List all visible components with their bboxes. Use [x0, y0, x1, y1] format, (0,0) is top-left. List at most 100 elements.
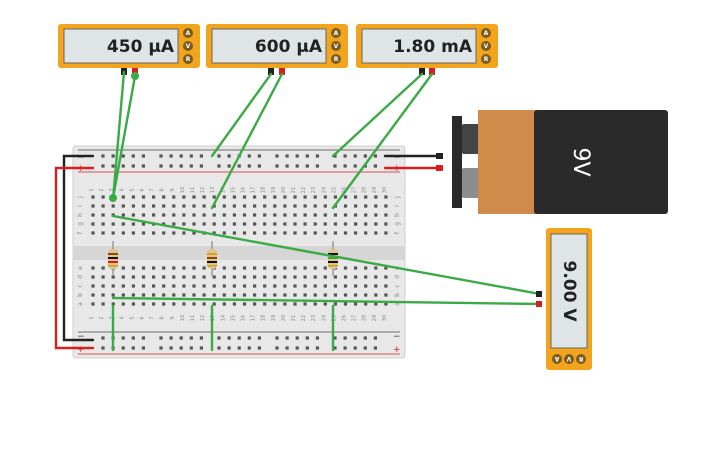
- breadboard-hole[interactable]: [253, 302, 257, 306]
- breadboard-hole[interactable]: [333, 195, 337, 199]
- rail-hole[interactable]: [285, 346, 289, 350]
- breadboard-hole[interactable]: [343, 213, 348, 217]
- breadboard-hole[interactable]: [364, 266, 368, 270]
- breadboard-hole[interactable]: [384, 213, 388, 217]
- breadboard-hole[interactable]: [323, 293, 327, 297]
- breadboard-hole[interactable]: [121, 231, 125, 235]
- breadboard-hole[interactable]: [333, 293, 337, 297]
- rail-hole[interactable]: [247, 336, 251, 340]
- breadboard-hole[interactable]: [313, 195, 317, 199]
- mode-knob[interactable]: [331, 28, 341, 38]
- rail-hole[interactable]: [237, 164, 241, 168]
- rail-hole[interactable]: [363, 346, 367, 350]
- breadboard-hole[interactable]: [152, 293, 156, 297]
- breadboard-hole[interactable]: [313, 266, 317, 270]
- breadboard-hole[interactable]: [253, 204, 257, 208]
- breadboard-hole[interactable]: [91, 195, 95, 199]
- breadboard-hole[interactable]: [242, 275, 247, 279]
- breadboard-hole[interactable]: [303, 293, 307, 297]
- rail-hole[interactable]: [179, 346, 183, 350]
- rail-hole[interactable]: [343, 346, 347, 350]
- breadboard-hole[interactable]: [121, 284, 125, 288]
- breadboard-hole[interactable]: [293, 275, 297, 279]
- breadboard-hole[interactable]: [212, 275, 216, 279]
- breadboard-hole[interactable]: [273, 231, 277, 235]
- breadboard-hole[interactable]: [192, 293, 196, 297]
- rail-hole[interactable]: [373, 154, 377, 158]
- breadboard-hole[interactable]: [172, 231, 176, 235]
- breadboard-hole[interactable]: [283, 195, 287, 199]
- breadboard-hole[interactable]: [273, 266, 277, 270]
- breadboard-hole[interactable]: [343, 231, 348, 235]
- rail-hole[interactable]: [333, 154, 337, 158]
- breadboard-hole[interactable]: [222, 293, 226, 297]
- rail-hole[interactable]: [315, 346, 319, 350]
- breadboard-hole[interactable]: [222, 213, 226, 217]
- breadboard-hole[interactable]: [293, 231, 297, 235]
- breadboard-hole[interactable]: [182, 204, 186, 208]
- breadboard-hole[interactable]: [152, 213, 156, 217]
- rail-hole[interactable]: [189, 346, 193, 350]
- breadboard-hole[interactable]: [253, 231, 257, 235]
- rail-hole[interactable]: [159, 336, 163, 340]
- breadboard-hole[interactable]: [232, 275, 236, 279]
- breadboard-hole[interactable]: [141, 275, 146, 279]
- breadboard-hole[interactable]: [364, 293, 368, 297]
- breadboard-hole[interactable]: [162, 204, 166, 208]
- rail-hole[interactable]: [275, 346, 279, 350]
- breadboard-hole[interactable]: [182, 222, 186, 226]
- breadboard-hole[interactable]: [131, 204, 135, 208]
- rail-hole[interactable]: [217, 336, 221, 340]
- breadboard-hole[interactable]: [242, 213, 247, 217]
- breadboard-hole[interactable]: [354, 293, 358, 297]
- breadboard-hole[interactable]: [242, 231, 247, 235]
- breadboard-hole[interactable]: [141, 231, 146, 235]
- breadboard-hole[interactable]: [232, 266, 236, 270]
- rail-hole[interactable]: [101, 164, 105, 168]
- rail-hole[interactable]: [179, 336, 183, 340]
- resistor-3[interactable]: [328, 241, 338, 276]
- rail-hole[interactable]: [189, 336, 193, 340]
- breadboard-hole[interactable]: [313, 204, 317, 208]
- breadboard-hole[interactable]: [283, 213, 287, 217]
- breadboard-hole[interactable]: [293, 266, 297, 270]
- breadboard-hole[interactable]: [293, 222, 297, 226]
- breadboard-hole[interactable]: [232, 204, 236, 208]
- breadboard-hole[interactable]: [121, 293, 125, 297]
- rail-hole[interactable]: [131, 346, 135, 350]
- breadboard-hole[interactable]: [333, 231, 337, 235]
- rail-hole[interactable]: [169, 164, 173, 168]
- rail-hole[interactable]: [179, 154, 183, 158]
- rail-hole[interactable]: [141, 346, 145, 350]
- breadboard-hole[interactable]: [202, 293, 206, 297]
- breadboard-hole[interactable]: [202, 204, 206, 208]
- breadboard-hole[interactable]: [111, 222, 115, 226]
- breadboard-hole[interactable]: [232, 222, 236, 226]
- mode-knob[interactable]: [576, 354, 586, 364]
- breadboard-hole[interactable]: [91, 213, 95, 217]
- breadboard-hole[interactable]: [303, 231, 307, 235]
- breadboard-hole[interactable]: [283, 275, 287, 279]
- rail-hole[interactable]: [111, 164, 115, 168]
- breadboard-hole[interactable]: [121, 266, 125, 270]
- breadboard-hole[interactable]: [303, 222, 307, 226]
- breadboard-hole[interactable]: [364, 213, 368, 217]
- breadboard-hole[interactable]: [364, 302, 368, 306]
- breadboard-hole[interactable]: [364, 275, 368, 279]
- mode-knob[interactable]: [481, 28, 491, 38]
- breadboard-hole[interactable]: [374, 204, 378, 208]
- breadboard-hole[interactable]: [374, 266, 378, 270]
- breadboard-hole[interactable]: [162, 302, 166, 306]
- breadboard-hole[interactable]: [202, 213, 206, 217]
- breadboard-hole[interactable]: [323, 275, 327, 279]
- rail-hole[interactable]: [333, 336, 337, 340]
- breadboard-hole[interactable]: [303, 275, 307, 279]
- breadboard-hole[interactable]: [141, 293, 146, 297]
- breadboard-hole[interactable]: [374, 222, 378, 226]
- breadboard-hole[interactable]: [101, 266, 105, 270]
- breadboard-hole[interactable]: [121, 195, 125, 199]
- mode-knob[interactable]: [331, 41, 341, 51]
- rail-hole[interactable]: [227, 346, 231, 350]
